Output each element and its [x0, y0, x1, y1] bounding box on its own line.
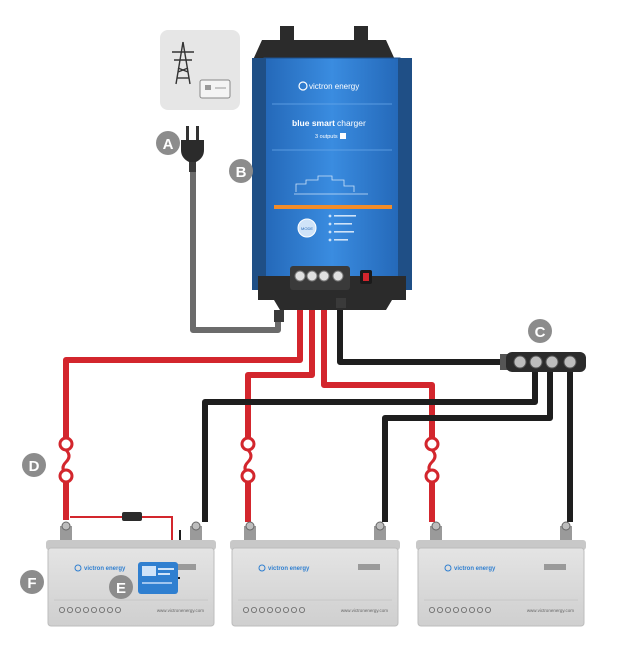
- wall-socket-icon: [199, 79, 231, 99]
- positive-terminal: [430, 526, 442, 542]
- warning-icon: [468, 607, 475, 614]
- warning-icon: [107, 607, 114, 614]
- negative-terminal: [374, 526, 386, 542]
- marker-e: E: [109, 575, 133, 599]
- warning-icon: [460, 607, 467, 614]
- svg-text:F: F: [27, 575, 36, 592]
- battery-website: www.victronenergy.com: [527, 608, 574, 613]
- negative-cables: [202, 298, 573, 522]
- warning-icon: [266, 607, 273, 614]
- positive-terminal: [60, 526, 72, 542]
- warning-icon: [59, 607, 66, 614]
- fuse-3: [424, 436, 440, 484]
- battery-brand: victron energy: [454, 566, 496, 572]
- certification-marks-icon: [544, 564, 566, 570]
- warning-icon: [250, 607, 257, 614]
- certification-marks-icon: [174, 564, 196, 570]
- negative-busbar: [500, 352, 586, 372]
- product-name-light: charger: [337, 118, 366, 128]
- svg-text:E: E: [116, 580, 126, 597]
- orange-strip: [274, 205, 392, 209]
- warning-icon: [274, 607, 281, 614]
- outputs-label: 3 outputs: [315, 134, 338, 140]
- warning-icon: [282, 607, 289, 614]
- marker-d: D: [22, 453, 46, 477]
- marker-f: F: [20, 570, 44, 594]
- blue-smart-charger: victron energy blue smart charger 3 outp…: [252, 26, 412, 322]
- warning-icon: [91, 607, 98, 614]
- power-pylon-icon: [172, 41, 194, 85]
- battery-3: victron energy www.victronenergy.com: [416, 521, 586, 627]
- warning-icon: [428, 607, 435, 614]
- marker-a: A: [156, 131, 180, 155]
- marker-b: B: [229, 159, 253, 183]
- warning-icon: [242, 607, 249, 614]
- battery-brand: victron energy: [268, 566, 310, 572]
- svg-text:C: C: [535, 324, 546, 341]
- status-leds: [328, 214, 356, 242]
- warning-icon: [476, 607, 483, 614]
- negative-cable-main: [337, 298, 505, 365]
- warning-icon: [484, 607, 491, 614]
- victron-logo: victron energy: [298, 81, 359, 91]
- svg-text:D: D: [29, 458, 40, 475]
- ac-grid-source: [160, 30, 240, 110]
- warning-icon: [83, 607, 90, 614]
- fuse-2: [240, 436, 256, 484]
- positive-terminal: [244, 526, 256, 542]
- battery-2: victron energy www.victronenergy.com: [230, 521, 400, 627]
- warning-icon: [99, 607, 106, 614]
- positive-cables: [63, 300, 435, 522]
- warning-icon: [258, 607, 265, 614]
- batteries: victron energywww.victronenergy.comvictr…: [46, 521, 586, 627]
- positive-cable-2: [245, 300, 315, 440]
- marker-c: C: [528, 319, 552, 343]
- positive-cable-3: [321, 300, 435, 440]
- warning-icon: [452, 607, 459, 614]
- warning-icon: [115, 607, 122, 614]
- negative-cable-1: [202, 372, 538, 522]
- battery-monitor: [138, 562, 178, 594]
- warning-icon: [436, 607, 443, 614]
- battery-website: www.victronenergy.com: [157, 608, 204, 613]
- negative-terminal: [190, 526, 202, 542]
- warning-icon: [298, 607, 305, 614]
- positive-cable-1: [63, 300, 303, 440]
- battery-website: www.victronenergy.com: [341, 608, 388, 613]
- ac-cable: [190, 172, 281, 333]
- mode-button: [297, 218, 317, 238]
- battery-brand: victron energy: [84, 566, 126, 572]
- negative-terminal: [560, 526, 572, 542]
- bluetooth-icon: [340, 133, 346, 139]
- certification-marks-icon: [358, 564, 380, 570]
- power-switch: [363, 273, 369, 281]
- warning-icon: [75, 607, 82, 614]
- svg-text:B: B: [236, 164, 247, 181]
- ac-plug: [181, 126, 204, 172]
- warning-icon: [290, 607, 297, 614]
- charger-brand: victron energy: [309, 82, 359, 91]
- warning-icon: [67, 607, 74, 614]
- product-name-bold: blue smart: [292, 118, 335, 128]
- output-terminals: [294, 270, 344, 282]
- mode-label: MODE: [301, 226, 313, 231]
- svg-text:A: A: [163, 136, 174, 153]
- negative-cable-2: [382, 372, 553, 522]
- fuse-1: [58, 436, 74, 484]
- battery-1: victron energy www.victronenergy.com: [46, 521, 216, 627]
- charge-curve-icon: [294, 175, 368, 195]
- warning-icon: [444, 607, 451, 614]
